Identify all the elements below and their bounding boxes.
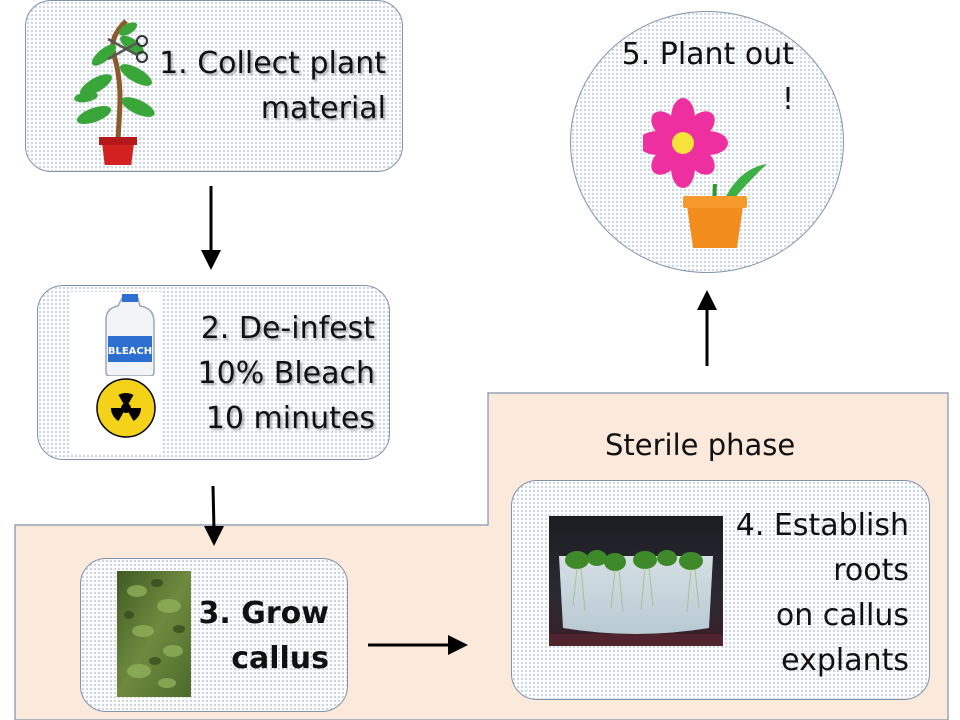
step-1-label: 1. Collect plant material — [159, 46, 386, 126]
step-4-label: 4. Establish roots on callus explants — [735, 508, 909, 678]
arrow-3-to-4 — [368, 635, 468, 655]
culture-jar-photo — [549, 516, 723, 646]
bleach-bottle-icon: BLEACH — [105, 294, 155, 376]
svg-text:BLEACH: BLEACH — [108, 346, 152, 357]
step-1-box: 1. Collect plant material — [25, 0, 403, 172]
potted-plant-icon — [74, 19, 155, 165]
step-3-label: 3. Grow callus — [198, 596, 329, 676]
arrow-4-to-5 — [697, 290, 717, 366]
arrow-1-to-2 — [201, 186, 221, 270]
step-3-box: 3. Grow callus — [80, 558, 348, 712]
step-5-circle: 5. Plant out ! — [570, 11, 844, 273]
arrow-2-to-3 — [204, 485, 224, 546]
step-4-box: 4. Establish roots on callus explants — [511, 480, 930, 700]
scissors-icon — [107, 35, 148, 63]
step-5-label: 5. Plant out ! — [621, 37, 794, 117]
step-2-box: BLEACH 2. De-infest 10% Bleach 10 minute… — [37, 285, 390, 460]
radiation-hazard-icon — [96, 378, 156, 438]
flower-pot-icon — [643, 98, 767, 248]
sterile-phase-label: Sterile phase — [605, 428, 796, 462]
step-2-label: 2. De-infest 10% Bleach 10 minutes — [197, 311, 375, 436]
callus-photo — [117, 571, 191, 697]
